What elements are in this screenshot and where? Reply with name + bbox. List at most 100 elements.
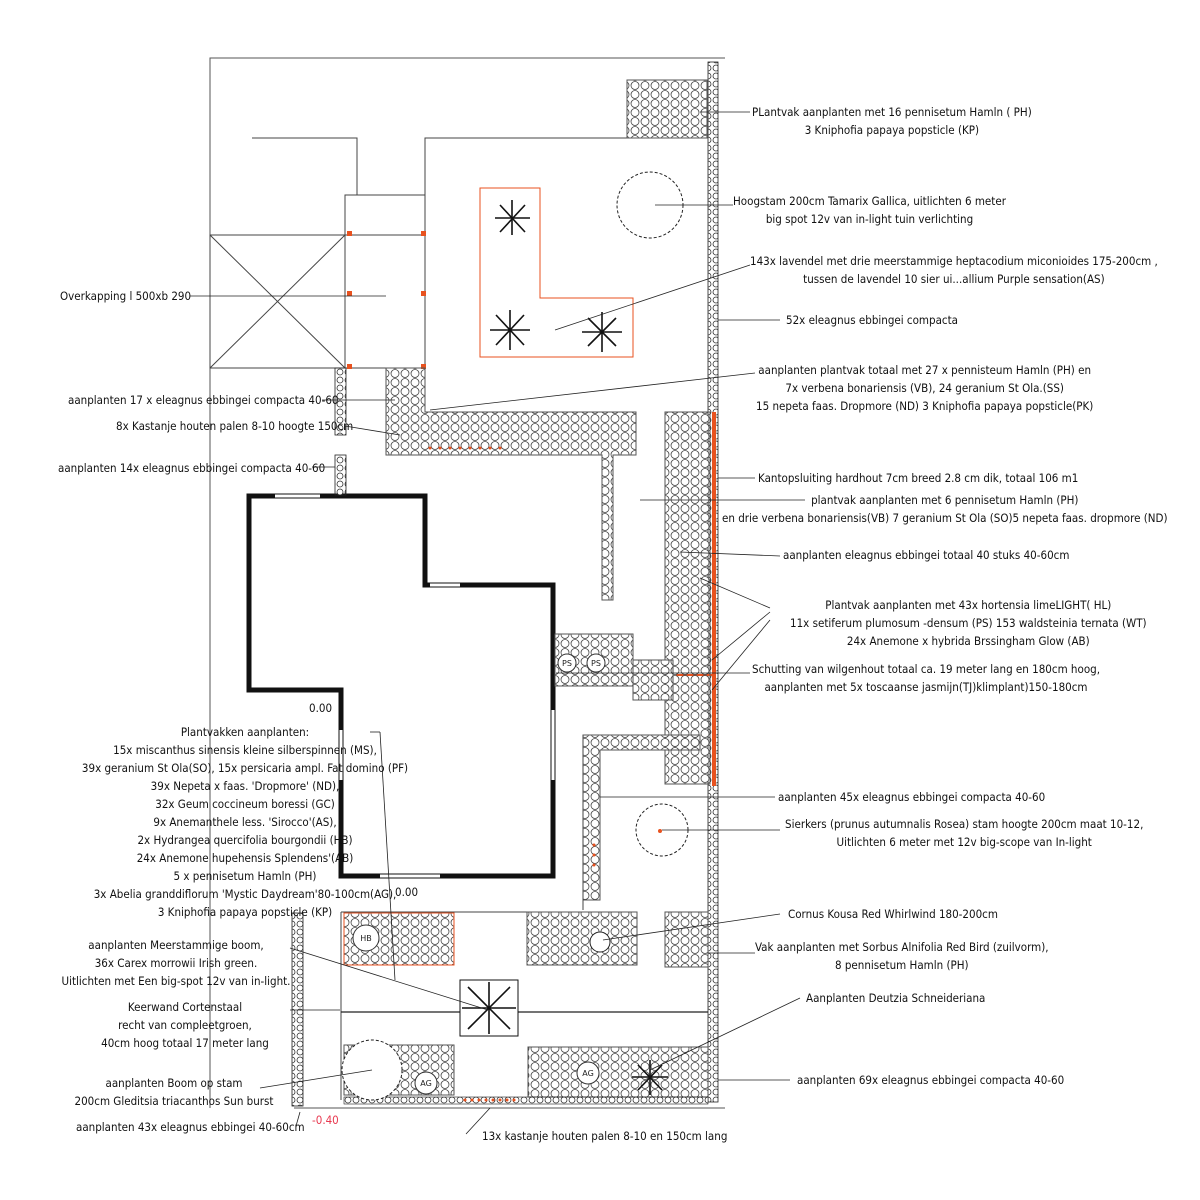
label-line: 32x Geum coccineum boressi (GC) — [155, 797, 335, 811]
label-line: 3 Kniphofia papaya popsticle (KP) — [157, 905, 333, 919]
label-line: aanplanten 45x eleagnus ebbingei compact… — [778, 790, 1046, 804]
level-red: -0.40 — [312, 1113, 339, 1127]
label-line: Sierkers (prunus autumnalis Rosea) stam … — [785, 817, 1144, 831]
label-keerwand: Keerwand Cortenstaal recht van compleetg… — [80, 998, 290, 1052]
label-line: aanplanten 14x eleagnus ebbingei compact… — [58, 461, 326, 475]
label-line: 15 nepeta faas. Dropmore (ND) 3 Kniphofi… — [756, 399, 1094, 413]
plant-circle-icon — [352, 653, 606, 1095]
label-line: Aanplanten Deutzia Schneideriana — [806, 991, 986, 1005]
label-eleagnus14: aanplanten 14x eleagnus ebbingei compact… — [58, 459, 325, 477]
svg-text:HB: HB — [360, 934, 372, 943]
label-line: Plantvak aanplanten met 43x hortensia li… — [825, 598, 1112, 612]
label-line: 5 x pennisetum Hamln (PH) — [173, 869, 317, 883]
label-line: 40cm hoog totaal 17 meter lang — [101, 1036, 269, 1050]
label-eleagnus52: 52x eleagnus ebbingei compacta — [786, 311, 958, 329]
label-ph27: aanplanten plantvak totaal met 27 x penn… — [756, 361, 1093, 415]
label-lavendel: 143x lavendel met drie meerstammige hept… — [750, 252, 1158, 288]
label-meerstammige: aanplanten Meerstammige boom, 36x Carex … — [60, 936, 292, 990]
label-hortensia: Plantvak aanplanten met 43x hortensia li… — [790, 596, 1147, 650]
label-line: 143x lavendel met drie meerstammige hept… — [750, 254, 1158, 268]
label-line: 3 Kniphofia papaya popsticle (KP) — [804, 123, 980, 137]
lavender-bed — [479, 187, 634, 358]
label-line: aanplanten Meerstammige boom, — [88, 938, 264, 952]
label-line: Uitlichten met Een big-spot 12v van in-l… — [61, 974, 291, 988]
label-line: 39x geranium St Ola(SO), 15x persicaria … — [81, 761, 409, 775]
label-line: 8x Kastanje houten palen 8-10 hoogte 150… — [116, 419, 354, 433]
label-eleagnus43: aanplanten 43x eleagnus ebbingei 40-60cm — [76, 1118, 305, 1136]
bed-center-right — [632, 659, 674, 701]
label-line: Uitlichten 6 meter met 12v big-scope van… — [836, 835, 1092, 849]
label-line: Schutting van wilgenhout totaal ca. 19 m… — [752, 662, 1100, 676]
label-line: 24x Anemone x hybrida Brssingham Glow (A… — [846, 634, 1090, 648]
label-overkapping: Overkapping l 500xb 290 — [60, 287, 191, 305]
label-line: 13x kastanje houten palen 8-10 en 150cm … — [482, 1129, 728, 1143]
label-line: 9x Anemanthele less. 'Sirocco'(AS), — [153, 815, 337, 829]
bed-bottom-right — [527, 1046, 709, 1098]
label-kastanje8: 8x Kastanje houten palen 8-10 hoogte 150… — [116, 417, 353, 435]
house-windows — [275, 494, 555, 878]
label-line: Cornus Kousa Red Whirlwind 180-200cm — [788, 907, 998, 921]
label-schutting: Schutting van wilgenhout totaal ca. 19 m… — [752, 660, 1100, 696]
left-hedge-mid — [334, 454, 347, 496]
label-line: Overkapping l 500xb 290 — [60, 289, 192, 303]
label-line: 11x setiferum plumosum -densum (PS) 153 … — [790, 616, 1147, 630]
terrace-posts — [347, 231, 426, 369]
tree-center-dot — [658, 829, 662, 833]
label-line: aanplanten 43x eleagnus ebbingei 40-60cm — [76, 1120, 305, 1134]
label-eleagnus45: aanplanten 45x eleagnus ebbingei compact… — [778, 788, 1045, 806]
label-line: PLantvak aanplanten met 16 pennisetum Ha… — [752, 105, 1032, 119]
label-line: Keerwand Cortenstaal — [127, 1000, 243, 1014]
label-line: 200cm Gleditsia triacanthos Sun burst — [74, 1094, 274, 1108]
label-line: 2x Hydrangea quercifolia bourgondii (HB) — [137, 833, 353, 847]
label-eleagnus17: aanplanten 17 x eleagnus ebbingei compac… — [68, 391, 338, 409]
bed-mid-lower — [526, 911, 638, 966]
label-line: aanplanten 17 x eleagnus ebbingei compac… — [68, 393, 339, 407]
bottom-hedge — [343, 1096, 709, 1105]
label-boom: aanplanten Boom op stam 200cm Gleditsia … — [74, 1074, 274, 1110]
label-line: aanplanten Boom op stam — [105, 1076, 243, 1090]
chestnut-posts — [428, 446, 596, 1102]
label-line: plantvak aanplanten met 6 pennisetum Ham… — [811, 493, 1079, 507]
label-cornus: Cornus Kousa Red Whirlwind 180-200cm — [788, 905, 998, 923]
label-ph6: plantvak aanplanten met 6 pennisetum Ham… — [722, 491, 1168, 527]
label-line: aanplanten 69x eleagnus ebbingei compact… — [797, 1073, 1065, 1087]
bed-sorbus — [664, 911, 709, 968]
left-hedge-lower — [291, 912, 304, 1107]
label-sorbus: Vak aanplanten met Sorbus Alnifolia Red … — [755, 938, 1049, 974]
label-line: Kantopsluiting hardhout 7cm breed 2.8 cm… — [758, 471, 1079, 485]
label-line: 7x verbena bonariensis (VB), 24 geranium… — [785, 381, 1064, 395]
label-line: 36x Carex morrowii Irish green. — [94, 956, 258, 970]
star-shrub-icon — [459, 200, 668, 1095]
left-hedge-upper — [334, 367, 347, 436]
label-line: aanplanten met 5x toscaanse jasmijn(TJ)k… — [764, 680, 1088, 694]
property-boundary — [209, 57, 725, 1109]
label-line: Vak aanplanten met Sorbus Alnifolia Red … — [755, 940, 1049, 954]
label-line: recht van compleetgroen, — [118, 1018, 252, 1032]
label-eleagnus40: aanplanten eleagnus ebbingei totaal 40 s… — [783, 546, 1069, 564]
willow-fence — [712, 412, 716, 786]
label-line: aanplanten plantvak totaal met 27 x penn… — [758, 363, 1092, 377]
label-eleagnus69: aanplanten 69x eleagnus ebbingei compact… — [797, 1071, 1064, 1089]
svg-text:AG: AG — [582, 1069, 594, 1078]
level-upper: 0.00 — [309, 701, 333, 715]
label-ph16: PLantvak aanplanten met 16 pennisetum Ha… — [752, 103, 1032, 139]
house-outline — [246, 493, 556, 879]
svg-text:PS: PS — [562, 659, 572, 668]
label-plantvakken: Plantvakken aanplanten: 15x miscanthus s… — [60, 723, 430, 921]
label-line: Hoogstam 200cm Tamarix Gallica, uitlicht… — [733, 194, 1006, 208]
svg-text:PS: PS — [591, 659, 601, 668]
label-line: big spot 12v van in-light tuin verlichti… — [765, 212, 974, 226]
plant-codes: HB AG AG PS PS — [360, 659, 601, 1088]
label-line: 15x miscanthus sinensis kleine silberspi… — [113, 743, 377, 757]
label-line: en drie verbena bonariensis(VB) 7 gerani… — [722, 511, 1168, 525]
leader-lines — [190, 111, 805, 1135]
label-sierkers: Sierkers (prunus autumnalis Rosea) stam … — [785, 815, 1143, 851]
label-deutzia: Aanplanten Deutzia Schneideriana — [806, 989, 985, 1007]
label-line: 24x Anemone hupehensis Splendens'(AB) — [136, 851, 354, 865]
bed-right-column — [664, 411, 711, 785]
label-line: aanplanten eleagnus ebbingei totaal 40 s… — [783, 548, 1070, 562]
label-kastanje13: 13x kastanje houten palen 8-10 en 150cm … — [482, 1127, 727, 1145]
label-line: 3x Abelia granddiflorum 'Mystic Daydream… — [93, 887, 397, 901]
level-lower: 0.00 — [395, 885, 419, 899]
